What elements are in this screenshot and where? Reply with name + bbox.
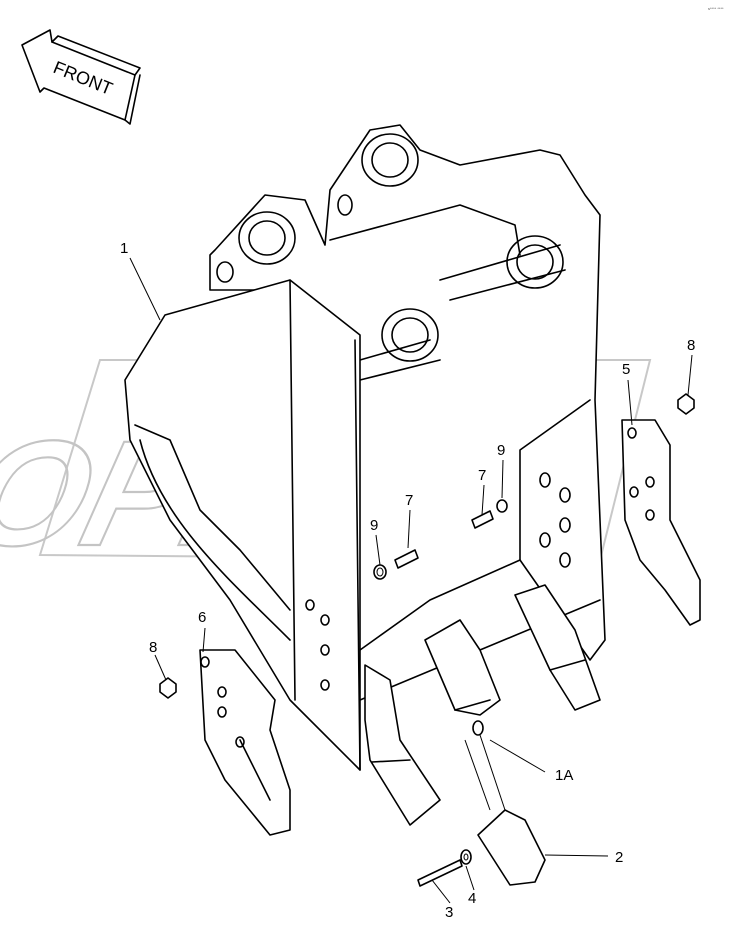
front-arrow: FRONT	[21, 29, 141, 125]
callout-5: 5	[622, 361, 630, 378]
callout-4: 4	[468, 890, 476, 907]
callout-8-left: 8	[149, 639, 157, 656]
callout-1a: 1A	[555, 767, 573, 784]
callout-2: 2	[615, 849, 623, 866]
callout-6: 6	[198, 609, 206, 626]
callout-labels: 1 1A 2 3 4 5 6 7 7 8 8 9 9	[120, 240, 695, 921]
side-cutter-right	[621, 419, 701, 626]
hardware	[159, 393, 695, 699]
tooth-adapters	[364, 584, 601, 826]
callout-9-left: 9	[370, 517, 378, 534]
callout-1: 1	[120, 240, 128, 257]
callout-7-left: 7	[405, 492, 413, 509]
side-cutter-left	[199, 649, 291, 836]
callout-9-right: 9	[497, 442, 505, 459]
callout-7-right: 7	[478, 467, 486, 484]
washer-4	[460, 849, 472, 865]
callout-leaders	[129, 257, 693, 904]
callout-8-right: 8	[687, 337, 695, 354]
corner-code: s**** ****	[708, 6, 724, 11]
bucket-body	[124, 124, 606, 771]
callout-3: 3	[445, 904, 453, 921]
tooth-assembly	[417, 734, 546, 887]
pin-3	[417, 859, 463, 887]
